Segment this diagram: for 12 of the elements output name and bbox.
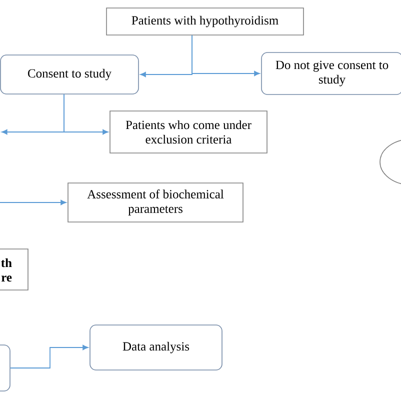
rounded-box: Do not give consent to study [261,52,401,95]
process-box: th re [0,248,28,290]
arrow [0,200,66,206]
rounded-box: Data analysis [90,324,222,370]
rounded-box [0,344,10,392]
process-box: Patients who come under exclusion criteria [110,110,268,154]
process-box: Assessment of biochemical parameters [68,182,244,222]
arrow [10,344,88,368]
process-box: Patients with hypothyroidism [106,8,304,36]
arrow [64,94,108,135]
rounded-box: Consent to study [0,54,139,94]
arrow [192,34,260,76]
